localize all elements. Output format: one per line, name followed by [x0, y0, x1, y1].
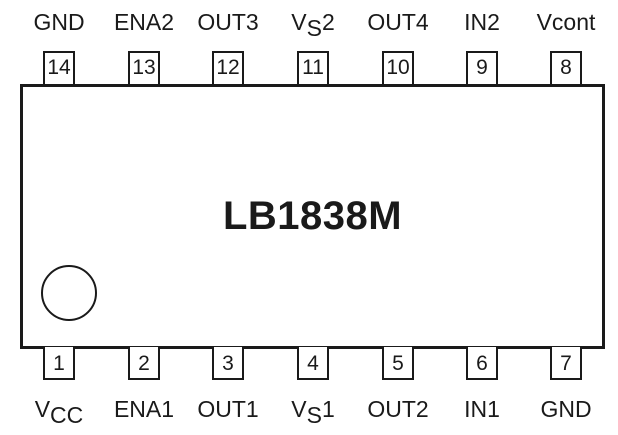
pin-6-number: 6	[466, 347, 498, 380]
pin-2-label: ENA1	[113, 396, 175, 422]
chip-name: LB1838M	[222, 194, 403, 238]
pin-7-number: 7	[550, 347, 582, 380]
pin-1-number: 1	[43, 347, 75, 380]
pin-9-number: 9	[466, 51, 498, 86]
pin-1-label: VCC	[34, 396, 84, 428]
pin-7-label: GND	[540, 396, 592, 422]
pin-4-number: 4	[297, 347, 329, 380]
pin-5-number: 5	[382, 347, 414, 380]
pin-4-label: VS1	[291, 396, 335, 428]
pin-12-label: OUT3	[197, 9, 259, 35]
pin-3-number: 3	[212, 347, 244, 380]
pin-11-number: 11	[297, 51, 329, 86]
pin-14-label: GND	[33, 9, 85, 35]
pin1-indicator-circle	[41, 265, 97, 321]
pin-5-label: OUT2	[367, 396, 429, 422]
pin-8-label: Vcont	[536, 9, 596, 35]
pin-3-label: OUT1	[197, 396, 259, 422]
chip-body: LB1838M	[20, 84, 605, 349]
pin-6-label: IN1	[464, 396, 500, 422]
pin-10-number: 10	[382, 51, 414, 86]
pin-12-number: 12	[212, 51, 244, 86]
pin-11-label: VS2	[291, 9, 335, 41]
pin-8-number: 8	[550, 51, 582, 86]
pin-2-number: 2	[128, 347, 160, 380]
pin-9-label: IN2	[464, 9, 500, 35]
pin-10-label: OUT4	[367, 9, 429, 35]
pin-14-number: 14	[43, 51, 75, 86]
pin-13-label: ENA2	[113, 9, 175, 35]
pin-13-number: 13	[128, 51, 160, 86]
